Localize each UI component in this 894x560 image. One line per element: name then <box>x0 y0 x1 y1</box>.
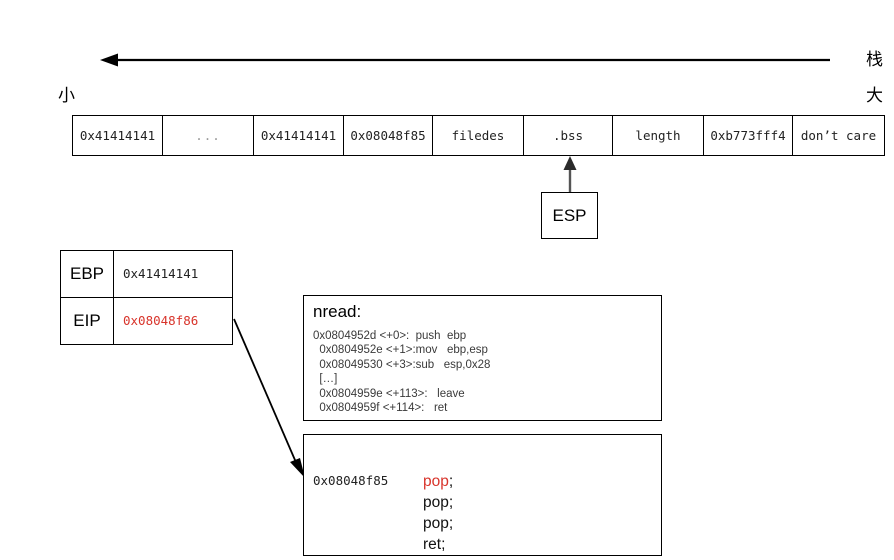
stack-cell: .bss <box>524 116 613 155</box>
gadget-instruction: pop; <box>423 471 453 492</box>
register-table: EBP 0x41414141 EIP 0x08048f86 <box>60 250 233 345</box>
gadget-instruction: pop; <box>423 492 453 513</box>
stack-cell: 0x41414141 <box>73 116 163 155</box>
gadget-separator: ; <box>448 515 454 532</box>
gadget-separator: ; <box>441 536 446 553</box>
stack-label: 栈 <box>866 50 883 70</box>
stack-cell: 0xb773fff4 <box>704 116 793 155</box>
register-name-ebp: EBP <box>61 251 114 297</box>
gadget-opcode: pop <box>423 494 449 511</box>
register-value-ebp: 0x41414141 <box>123 266 199 282</box>
esp-pointer-arrow-icon <box>563 156 577 196</box>
register-row-eip: EIP 0x08048f86 <box>61 297 232 344</box>
esp-register-box: ESP <box>541 192 598 239</box>
register-value-eip: 0x08048f86 <box>123 313 199 329</box>
asm-line: 0x0804959e <+113>: leave <box>313 387 465 400</box>
stack-cell: 0x08048f85 <box>344 116 433 155</box>
asm-line: 0x08049530 <+3>:sub esp,0x28 <box>313 358 491 371</box>
eip-jump-arrow-icon <box>233 318 305 478</box>
nread-title: nread: <box>313 302 362 321</box>
low-address-label: 小 <box>58 86 75 106</box>
register-name-eip: EIP <box>61 297 114 344</box>
gadget-opcode: pop <box>423 515 449 532</box>
stack-cell: filedes <box>433 116 524 155</box>
stack-cell: length <box>613 116 704 155</box>
stack-growth-arrow-icon <box>100 53 830 67</box>
nread-disassembly-box: nread: 0x0804952d <+0>: push ebp 0x08049… <box>303 295 662 421</box>
gadget-instruction: pop; <box>423 513 453 534</box>
stack-cell: don’t care <box>800 128 877 143</box>
asm-line: 0x0804959f <+114>: ret <box>313 402 448 415</box>
gadget-opcode: pop <box>423 473 449 490</box>
high-address-label: 大 <box>866 86 883 106</box>
nread-listing: 0x0804952d <+0>: push ebp 0x0804952e <+1… <box>313 329 490 415</box>
gadget-separator: ; <box>448 473 454 490</box>
stack-cell: ... <box>163 116 254 155</box>
esp-label: ESP <box>552 205 587 225</box>
gadget-instruction: ret; <box>423 534 453 555</box>
gadget-instruction-list: pop;pop;pop;ret; <box>423 471 453 555</box>
gadget-address: 0x08048f85 <box>313 473 389 488</box>
gadget-box: 0x08048f85 pop;pop;pop;ret; <box>303 434 662 556</box>
stack-cell: 0x41414141 <box>254 116 344 155</box>
asm-line: […] <box>313 373 338 386</box>
gadget-opcode: ret <box>423 536 442 553</box>
gadget-separator: ; <box>448 494 454 511</box>
asm-line: 0x0804952d <+0>: push ebp <box>313 330 467 342</box>
gadget-body: 0x08048f85 pop;pop;pop;ret; <box>313 471 453 555</box>
asm-line: 0x0804952e <+1>:mov ebp,esp <box>313 344 488 357</box>
register-row-ebp: EBP 0x41414141 <box>61 251 232 298</box>
